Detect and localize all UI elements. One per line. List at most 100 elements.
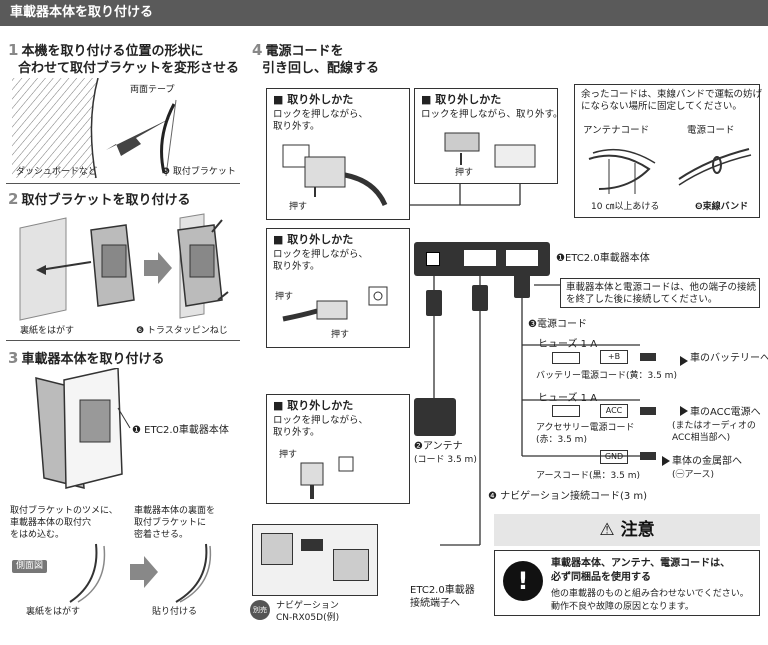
step1-number: 1	[8, 41, 19, 59]
connect-note-line1: 車載器本体と電源コードは、他の端子の接続	[566, 282, 757, 293]
nav-label2: CN-RX05D(例)	[276, 613, 340, 623]
etc-unit-body	[414, 242, 550, 276]
push-label: 押す	[455, 168, 474, 178]
etc-terminal-label1: ETC2.0車載器	[410, 585, 475, 596]
removal-c-text1: ロックを押しながら、	[273, 249, 369, 260]
gnd-tag: GND	[600, 450, 628, 464]
acc-alt1: (またはオーディオの	[672, 421, 756, 431]
side-view-illustration	[69, 543, 212, 603]
acc-destination: 車のACC電源へ	[690, 407, 761, 418]
label-bracket: ❺ 取付ブラケット	[162, 167, 236, 177]
power-port	[506, 250, 538, 266]
removal-b-text: ロックを押しながら、取り外す。	[421, 109, 563, 120]
caution-bold1: 車載器本体、アンテナ、電源コードは、	[551, 558, 731, 569]
nav-fan	[261, 533, 293, 565]
caution-header: ⚠ 注意	[494, 514, 760, 546]
note-left-1: 取付ブラケットのツメに、	[10, 506, 118, 516]
caution-panel: ! 車載器本体、アンテナ、電源コードは、 必ず同梱品を使用する 他の車載器のもの…	[494, 550, 760, 616]
caution-text2: 動作不良や故障の原因となります。	[551, 602, 694, 612]
acc-cord-label2: (赤：3.5 m)	[536, 435, 587, 445]
nav-etc-port	[301, 539, 323, 551]
label-cable-band: ❽束線バンド	[695, 202, 749, 212]
push-label: 押す	[331, 330, 350, 340]
removal-a-text1: ロックを押しながら、	[273, 109, 369, 120]
label-stick: 貼り付ける	[152, 607, 198, 617]
section-header: 車載器本体を取り付ける	[0, 0, 768, 26]
removal-a-title: ■ 取り外しかた	[273, 93, 354, 106]
step2-illustration	[19, 213, 229, 321]
nav-cord-label: ❹ ナビゲーション接続コード(3 m)	[488, 491, 648, 502]
fuse-label-1: ヒューズ 1 A	[538, 339, 598, 350]
battery-cord-label: バッテリー電源コード(黄：3.5 m)	[536, 371, 677, 381]
label-antenna-cord: アンテナコード	[583, 125, 650, 136]
step1-illustration	[12, 78, 177, 179]
removal-d-illustration	[300, 456, 354, 499]
navigation-unit	[252, 524, 378, 596]
acc-tag: ACC	[600, 404, 628, 418]
gnd-cord-label: アースコード(黒：3.5 m)	[536, 471, 640, 481]
battery-tag: +B	[600, 350, 628, 364]
battery-destination: 車のバッテリーへ	[690, 353, 768, 364]
removal-b-title: ■ 取り外しかた	[421, 93, 502, 106]
label-peel-backing: 裏紙をはがす	[20, 326, 75, 336]
etc-terminal-label2: 接続端子へ	[410, 598, 460, 609]
push-label: 押す	[289, 202, 308, 212]
exclamation-icon: !	[503, 561, 543, 601]
gnd-destination: 車体の金属部へ	[672, 456, 742, 467]
fuse-1	[552, 352, 580, 364]
caution-title: 注意	[620, 520, 655, 540]
removal-c-illustration	[282, 286, 388, 322]
nav-connector-block	[333, 549, 369, 581]
label-peel-backing-2: 裏紙をはがす	[26, 607, 81, 617]
removal-b-illustration	[444, 132, 536, 168]
antenna-sub: (コード 3.5 m)	[414, 455, 477, 465]
acc-cord-label1: アクセサリー電源コード	[536, 423, 635, 433]
removal-panel-c: ■ 取り外しかた ロックを押しながら、 取り外す。 押す 押す	[266, 228, 410, 348]
nav-label1: ナビゲーション	[276, 601, 339, 611]
note-right-2: 取付ブラケットに	[134, 518, 207, 528]
caution-text1: 他の車載器のものと組み合わせないでください。	[551, 589, 749, 599]
acc-alt2: ACC相当部へ)	[672, 433, 731, 443]
antenna-box	[414, 398, 456, 436]
label-dashboard: ダッシュボードなど	[16, 167, 98, 177]
label-etc-unit: ❶ ETC2.0車載器本体	[132, 425, 229, 436]
cable-note-line1: 余ったコードは、束線バンドで運転の妨げ	[581, 89, 762, 100]
label-distance: 10 ㎝以上あける	[591, 202, 660, 212]
label-unit-main: ❶ETC2.0車載器本体	[556, 253, 650, 264]
cable-note-illustration	[588, 148, 752, 194]
removal-c-text2: 取り外す。	[273, 261, 320, 272]
fuse-2	[552, 405, 580, 417]
battery-connector	[640, 353, 656, 361]
label-power-cord-main: ❸電源コード	[528, 319, 587, 330]
connect-note: 車載器本体と電源コードは、他の端子の接続 を終了した後に接続してください。	[560, 278, 760, 308]
step1-line2: 合わせて取付ブラケットを変形させる	[18, 61, 240, 76]
removal-panel-b: ■ 取り外しかた ロックを押しながら、取り外す。 押す	[414, 88, 563, 184]
antenna-port	[426, 252, 440, 266]
note-left-3: をはめ込む。	[10, 530, 65, 540]
removal-d-title: ■ 取り外しかた	[273, 399, 354, 412]
caution-bold2: 必ず同梱品を使用する	[551, 572, 651, 583]
sold-separately-badge: 別売	[250, 600, 270, 620]
acc-connector	[640, 407, 656, 415]
label-double-tape: 両面テープ	[130, 85, 175, 95]
push-label: 押す	[279, 450, 298, 460]
label-power-cord: 電源コード	[687, 125, 735, 136]
step1-line1: 本機を取り付ける位置の形状に	[21, 44, 204, 59]
step4-line1: 電源コードを	[265, 44, 344, 59]
fuse-label-2: ヒューズ 1 A	[538, 393, 598, 404]
push-label: 押す	[275, 292, 294, 302]
divider	[6, 183, 240, 184]
cable-note-line2: にならない場所に固定してください。	[581, 101, 742, 112]
removal-d-text1: ロックを押しながら、	[273, 415, 369, 426]
note-right-1: 車載器本体の裏面を	[134, 506, 216, 516]
removal-c-title: ■ 取り外しかた	[273, 233, 354, 246]
step3-illustration	[35, 368, 131, 489]
gnd-sub: (㊀アース)	[672, 470, 715, 480]
step4-line2: 引き回し、配線する	[262, 61, 380, 76]
step2-title: 取付ブラケットを取り付ける	[21, 193, 191, 208]
side-view-badge: 側面図	[12, 560, 48, 573]
